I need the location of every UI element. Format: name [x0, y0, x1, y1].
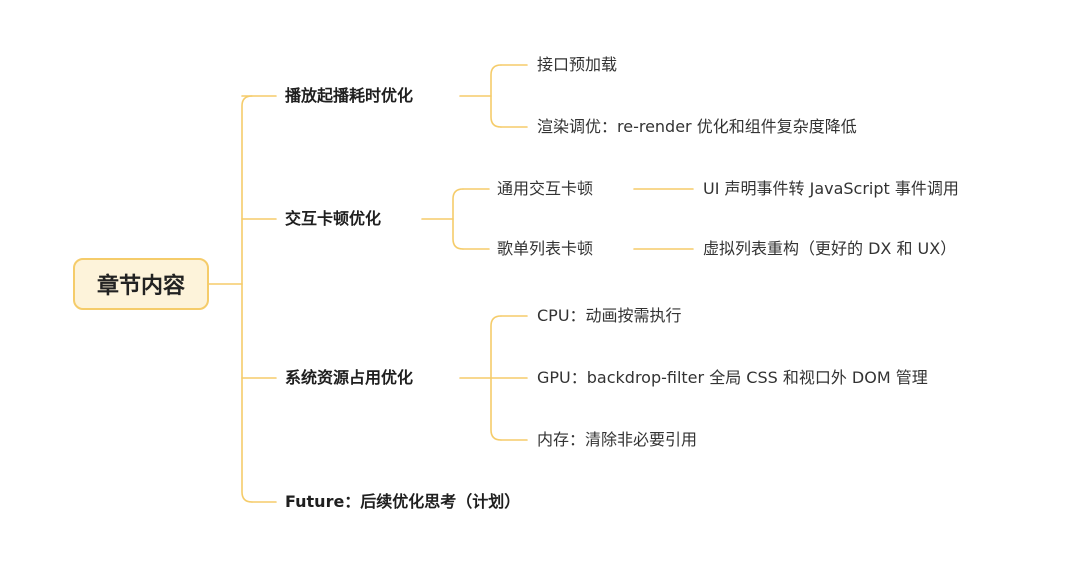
node-cpu: CPU：动画按需执行: [537, 306, 682, 325]
node-memory: 内存：清除非必要引用: [537, 430, 698, 449]
root-node: 章节内容: [73, 258, 209, 310]
branch-future: Future：后续优化思考（计划）: [285, 492, 521, 511]
node-virtual-list: 虚拟列表重构（更好的 DX 和 UX）: [703, 239, 957, 258]
branch-system-resources: 系统资源占用优化: [285, 368, 414, 387]
node-playlist-lag: 歌单列表卡顿: [497, 239, 594, 258]
connector-b2-bracket: [452, 188, 464, 250]
branch-startup-time: 播放起播耗时优化: [285, 86, 414, 105]
branch-interaction-lag: 交互卡顿优化: [285, 209, 382, 228]
node-ui-event-to-js: UI 声明事件转 JavaScript 事件调用: [703, 179, 959, 198]
connector-b1-bracket: [490, 64, 502, 128]
node-general-interaction-lag: 通用交互卡顿: [497, 179, 594, 198]
connector-trunk: [241, 95, 253, 503]
node-render-tuning: 渲染调优：re-render 优化和组件复杂度降低: [537, 117, 857, 136]
node-api-preload: 接口预加载: [537, 55, 618, 74]
node-gpu: GPU：backdrop-filter 全局 CSS 和视口外 DOM 管理: [537, 368, 928, 387]
